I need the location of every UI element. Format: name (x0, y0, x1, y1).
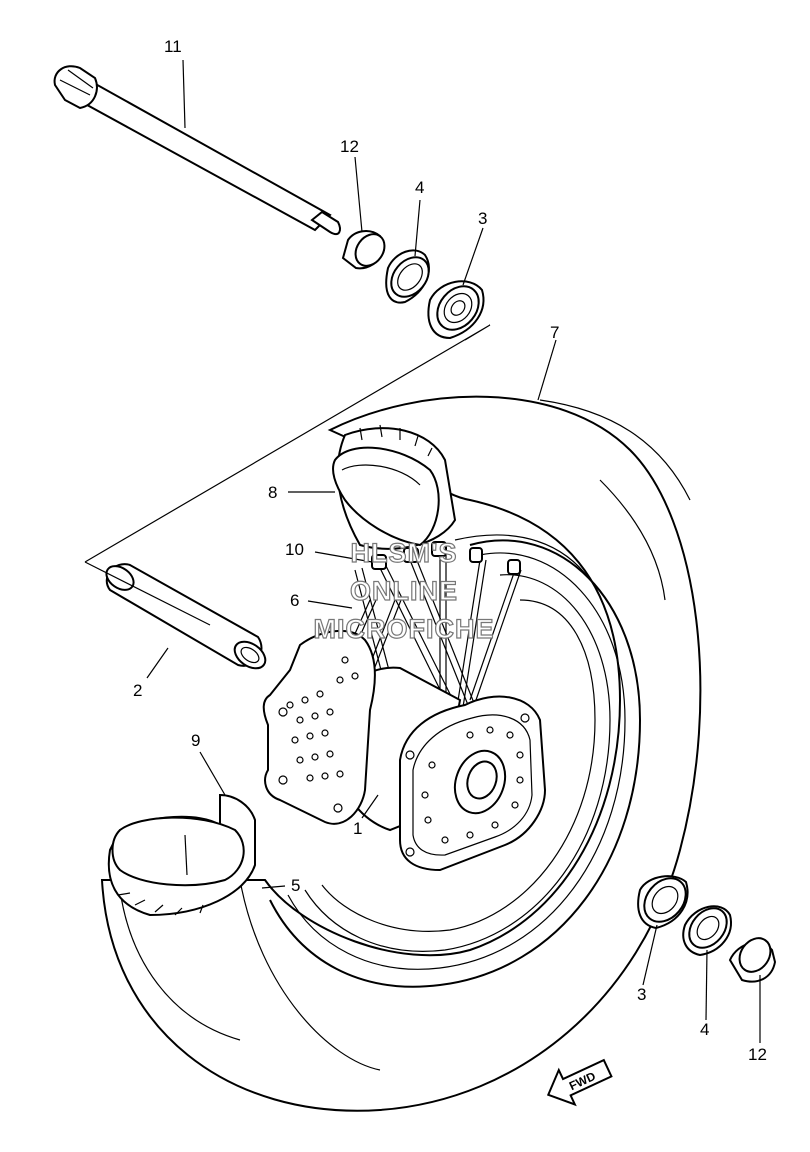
label-part-9: 9 (191, 731, 200, 750)
label-part-2: 2 (133, 681, 142, 700)
label-part-3-top: 3 (478, 209, 487, 228)
wheel-axle (53, 65, 341, 236)
rim-band (332, 424, 457, 550)
assembly-outline (84, 324, 491, 626)
leader-lines (146, 59, 761, 1043)
label-part-3-bottom: 3 (637, 985, 646, 1004)
label-part-12-bottom: 12 (748, 1045, 767, 1064)
label-part-6: 6 (290, 591, 299, 610)
watermark-line-2: ONLINE (350, 576, 458, 606)
collar-bottom (728, 937, 777, 983)
bearing-3-top (427, 280, 485, 340)
watermark-line-3: MICROFICHE (314, 614, 495, 644)
label-part-1: 1 (353, 819, 362, 838)
forward-direction-arrow: FWD (546, 1058, 613, 1107)
bearing-4-top (385, 249, 430, 304)
label-part-8: 8 (268, 483, 277, 502)
collar-top (341, 230, 386, 270)
bearing-4-bottom (682, 905, 732, 957)
label-part-4-bottom: 4 (700, 1020, 709, 1039)
label-part-12-top: 12 (340, 137, 359, 156)
label-part-10: 10 (285, 540, 304, 559)
bearing-3-bottom (637, 875, 689, 930)
hub (262, 629, 547, 872)
wheel-rim (269, 534, 642, 988)
label-part-4-top: 4 (415, 178, 424, 197)
tire (100, 395, 702, 1112)
watermark-line-1: HLSM'S (351, 538, 458, 568)
label-part-11: 11 (164, 37, 182, 56)
part-labels: 11 12 4 3 7 8 10 6 2 9 1 5 3 4 12 (133, 37, 767, 1064)
label-part-7: 7 (550, 323, 559, 342)
watermark: HLSM'S ONLINE MICROFICHE (313, 537, 495, 644)
label-part-5: 5 (291, 876, 300, 895)
collar-spacer (105, 563, 267, 670)
tube (107, 793, 256, 917)
